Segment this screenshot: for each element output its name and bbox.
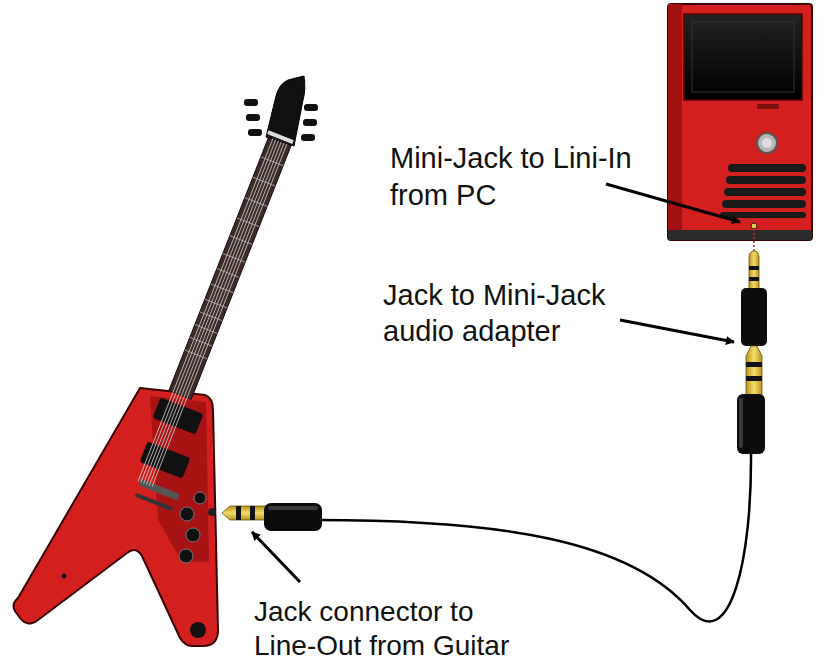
audio-adapter-part [746,376,762,381]
guitar-part [150,396,209,562]
leader-arrow-part [606,184,740,222]
jack-plug-part [250,506,255,520]
guitar-part [140,441,191,478]
guitar-part-part [304,104,318,111]
pc-tower-part [668,230,812,240]
pc-tower-part [668,4,812,240]
guitar-part [186,528,200,542]
guitar-part [208,508,216,516]
pc-tower-part [722,200,806,208]
guitar-part-part [149,143,284,486]
guitar-part-part [301,134,315,141]
guitar-part-part [303,119,317,126]
audio-adapter-part [746,362,762,367]
guitar-part [138,138,287,486]
audio-adapter-part [739,398,743,448]
guitar [14,76,318,646]
jack-plug-part [264,503,322,531]
guitar-part-part [248,129,262,136]
pc-tower-part [757,104,779,109]
audio-adapter-part [746,346,762,398]
guitar-part [244,99,318,141]
audio-adapter-part [749,251,759,292]
guitar-part [135,493,174,511]
guitar-part [169,137,291,400]
guitar-part [14,388,218,646]
guitar-part-part [146,142,281,485]
pc-tower-part [751,223,757,229]
guitar-part-part [144,141,279,484]
guitar-part [194,492,206,504]
pc-tower-part [684,14,802,100]
guitar-part-part [141,139,276,482]
pc-tower-part [762,138,772,148]
guitar-part-part [246,114,260,121]
pc-tower-part [726,176,806,184]
guitar-part-part [152,144,287,487]
callout-label: Jack connector to Line-Out from Guitar [254,595,529,663]
pc-tower [668,4,812,240]
pc-tower-part [720,212,806,218]
leader-arrow-part [620,320,734,342]
guitar-part [153,397,204,434]
audio-adapter [737,229,767,454]
audio-adapter-part [753,229,755,252]
guitar-part [190,622,206,638]
pc-tower-part [728,164,806,172]
callout-label: Mini-Jack to Lini-In from PC [390,140,665,214]
guitar-part [62,574,67,579]
callout-label: Jack to Mini-Jack audio adapter [383,277,645,349]
leader-arrow [252,184,740,582]
pc-tower-part [724,188,806,196]
audio-adapter-part [737,394,765,454]
jack-plug [222,503,322,531]
guitar-part-part [138,138,273,481]
pc-tower-part [757,133,777,153]
guitar-part-part [244,99,258,106]
guitar-part [185,157,283,359]
jack-plug-part [268,506,318,510]
audio-adapter-part [749,266,759,270]
jack-plug-part [236,506,241,520]
guitar-part [179,549,193,563]
guitar-part [266,76,305,146]
pc-tower-part [692,22,794,92]
audio-adapter-part [749,277,759,281]
leader-arrow-part [252,532,300,582]
jack-plug-part [222,506,268,520]
audio-adapter-part [741,288,767,346]
guitar-part [180,507,194,521]
